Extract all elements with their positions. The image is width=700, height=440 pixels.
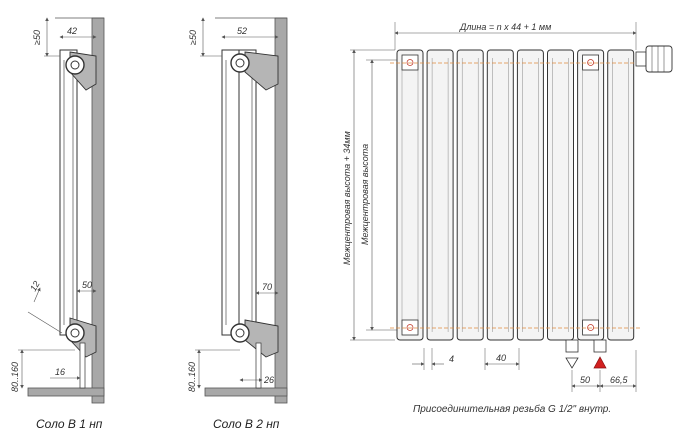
dim-offset: 70 [262, 282, 272, 292]
dim-depth: 52 [237, 26, 247, 36]
dim-offset: 50 [82, 280, 92, 290]
side-view-1np: ≥50 42 50 12 80..160 16 Соло В 1 нп [10, 17, 105, 431]
radiator-section [607, 49, 635, 341]
dim-height-outer: Межцентровая высота + 34мм [342, 131, 352, 265]
connection-collar [401, 54, 419, 71]
front-view: Длина = n x 44 + 1 мм Межцентровая высот… [342, 22, 673, 415]
bottom-valve [65, 323, 85, 343]
supply-arrow-icon [593, 356, 607, 369]
dim-bottom: 80..160 [187, 362, 197, 392]
radiator-sections [396, 49, 635, 341]
dim-top-gap: ≥50 [188, 30, 198, 45]
dim-edge: 66,5 [610, 375, 629, 385]
floor [27, 387, 105, 397]
caption-middle: Соло В 2 нп [213, 417, 280, 431]
bottom-bracket [244, 319, 279, 358]
caption-left: Соло В 1 нп [36, 417, 103, 431]
radiator-section [577, 49, 605, 341]
dim-inlet: 50 [580, 375, 590, 385]
dim-depth: 42 [67, 26, 77, 36]
supply-connector [593, 339, 607, 353]
radiator-column [59, 49, 78, 336]
bottom-valve [230, 323, 250, 343]
plug-circle [406, 324, 414, 331]
plug-circle [587, 59, 594, 66]
dim-pipe: 26 [263, 375, 274, 385]
radiator-section [547, 49, 574, 341]
return-connector [565, 339, 579, 353]
radiator-section [426, 49, 454, 341]
dim-angle: 12 [28, 279, 42, 293]
connection-collar [401, 319, 419, 336]
radiator-section [516, 49, 544, 341]
floor [204, 387, 288, 397]
dim-section: 40 [496, 353, 506, 363]
top-valve [230, 53, 250, 73]
top-valve [65, 55, 85, 75]
plug-circle [587, 324, 594, 331]
dim-length: Длина = n x 44 + 1 мм [459, 22, 551, 32]
radiator-column-back [238, 49, 257, 336]
thermostatic-valve [635, 45, 673, 73]
dim-bottom: 80..160 [10, 362, 20, 392]
radiator-section [396, 49, 424, 341]
dim-pipe: 16 [55, 367, 65, 377]
thread-note: Присоединительная резьба G 1/2" внутр. [413, 403, 611, 415]
radiator-column-front [221, 49, 240, 336]
radiator-section [486, 49, 514, 341]
connection-collar [582, 319, 599, 336]
dim-height-inner: Межцентровая высота [360, 144, 370, 245]
return-arrow-icon [565, 357, 579, 369]
connection-collar [582, 54, 599, 71]
dim-top-gap: ≥50 [32, 30, 42, 45]
side-view-2np: ≥50 52 70 80..160 26 Соло В 2 нп [187, 17, 288, 431]
radiator-section [456, 49, 484, 341]
dim-gap: 4 [449, 354, 454, 364]
plug-circle [406, 59, 414, 66]
